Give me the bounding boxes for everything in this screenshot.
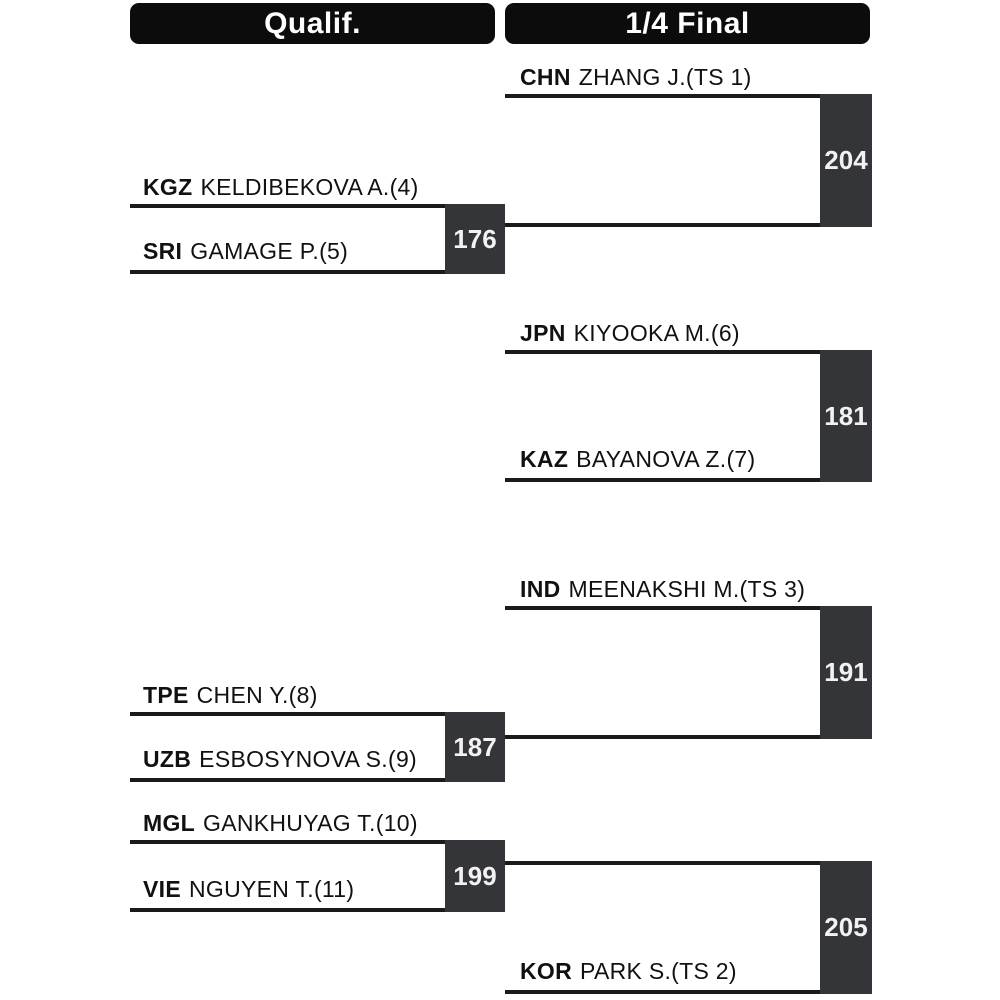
quarterfinal-match-3-score: 191: [824, 657, 868, 687]
player-noc: MGL: [143, 810, 195, 836]
player-sri-gamage: SRI GAMAGE P.(5): [143, 238, 348, 264]
player-name: ESBOSYNOVA S.(9): [199, 746, 418, 772]
quarterfinal-match-1-score-box: 204: [820, 94, 872, 227]
quarterfinal-match-4-score: 205: [824, 912, 868, 942]
player-noc: VIE: [143, 876, 181, 902]
qualif-match-2-score: 187: [453, 731, 497, 762]
quarterfinal-match-3: 191: [505, 606, 872, 739]
quarterfinal-match-2-score-box: 181: [820, 350, 872, 482]
round-header-quarterfinal: 1/4 Final: [505, 3, 870, 44]
player-name: GANKHUYAG T.(10): [203, 810, 418, 836]
qualif-match-1: 176: [130, 204, 505, 274]
qualif-match-3-score-box: 199: [445, 840, 505, 912]
player-noc: KOR: [520, 958, 573, 984]
quarterfinal-match-2-score: 181: [824, 400, 868, 431]
player-noc: UZB: [143, 746, 192, 772]
player-kaz-bayanova: KAZ BAYANOVA Z.(7): [520, 446, 755, 472]
round-header-quarterfinal-label: 1/4 Final: [625, 6, 750, 40]
quarterfinal-match-1-score: 204: [824, 145, 868, 175]
player-noc: IND: [520, 576, 561, 602]
qualif-match-2-score-box: 187: [445, 712, 505, 782]
player-name: ZHANG J.(TS 1): [578, 64, 752, 90]
player-noc: TPE: [143, 682, 189, 708]
quarterfinal-match-4: 205: [505, 861, 872, 994]
player-jpn-kiyooka: JPN KIYOOKA M.(6): [520, 320, 740, 346]
player-uzb-esbosynova: UZB ESBOSYNOVA S.(9): [143, 746, 417, 772]
player-kor-park: KOR PARK S.(TS 2): [520, 958, 737, 984]
player-name: GAMAGE P.(5): [190, 238, 349, 264]
qualif-match-3: 199: [130, 840, 505, 912]
quarterfinal-match-1: 204: [505, 94, 872, 227]
quarterfinal-match-4-score-box: 205: [820, 861, 872, 994]
round-header-qualif: Qualif.: [130, 3, 495, 44]
player-name: PARK S.(TS 2): [580, 958, 737, 984]
player-mgl-gankhuyag: MGL GANKHUYAG T.(10): [143, 810, 418, 836]
player-noc: CHN: [520, 64, 571, 90]
quarterfinal-match-2: 181: [505, 350, 872, 482]
player-vie-nguyen: VIE NGUYEN T.(11): [143, 876, 354, 902]
player-name: BAYANOVA Z.(7): [576, 446, 756, 472]
player-name: KELDIBEKOVA A.(4): [200, 174, 419, 200]
qualif-match-2: 187: [130, 712, 505, 782]
round-header-qualif-label: Qualif.: [264, 6, 361, 40]
player-noc: KAZ: [520, 446, 569, 472]
player-noc: JPN: [520, 320, 566, 346]
player-chn-zhang: CHN ZHANG J.(TS 1): [520, 64, 752, 90]
player-noc: KGZ: [143, 174, 193, 200]
player-name: NGUYEN T.(11): [188, 876, 355, 902]
player-name: KIYOOKA M.(6): [573, 320, 740, 346]
player-name: CHEN Y.(8): [196, 682, 318, 708]
qualif-match-3-score: 199: [453, 860, 497, 891]
player-name: MEENAKSHI M.(TS 3): [568, 576, 806, 602]
player-kgz-keldibekova: KGZ KELDIBEKOVA A.(4): [143, 174, 419, 200]
player-noc: SRI: [143, 238, 183, 264]
player-ind-meenakshi: IND MEENAKSHI M.(TS 3): [520, 576, 805, 602]
player-tpe-chen: TPE CHEN Y.(8): [143, 682, 318, 708]
qualif-match-1-score-box: 176: [445, 204, 505, 274]
quarterfinal-match-3-score-box: 191: [820, 606, 872, 739]
qualif-match-1-score: 176: [453, 223, 497, 254]
